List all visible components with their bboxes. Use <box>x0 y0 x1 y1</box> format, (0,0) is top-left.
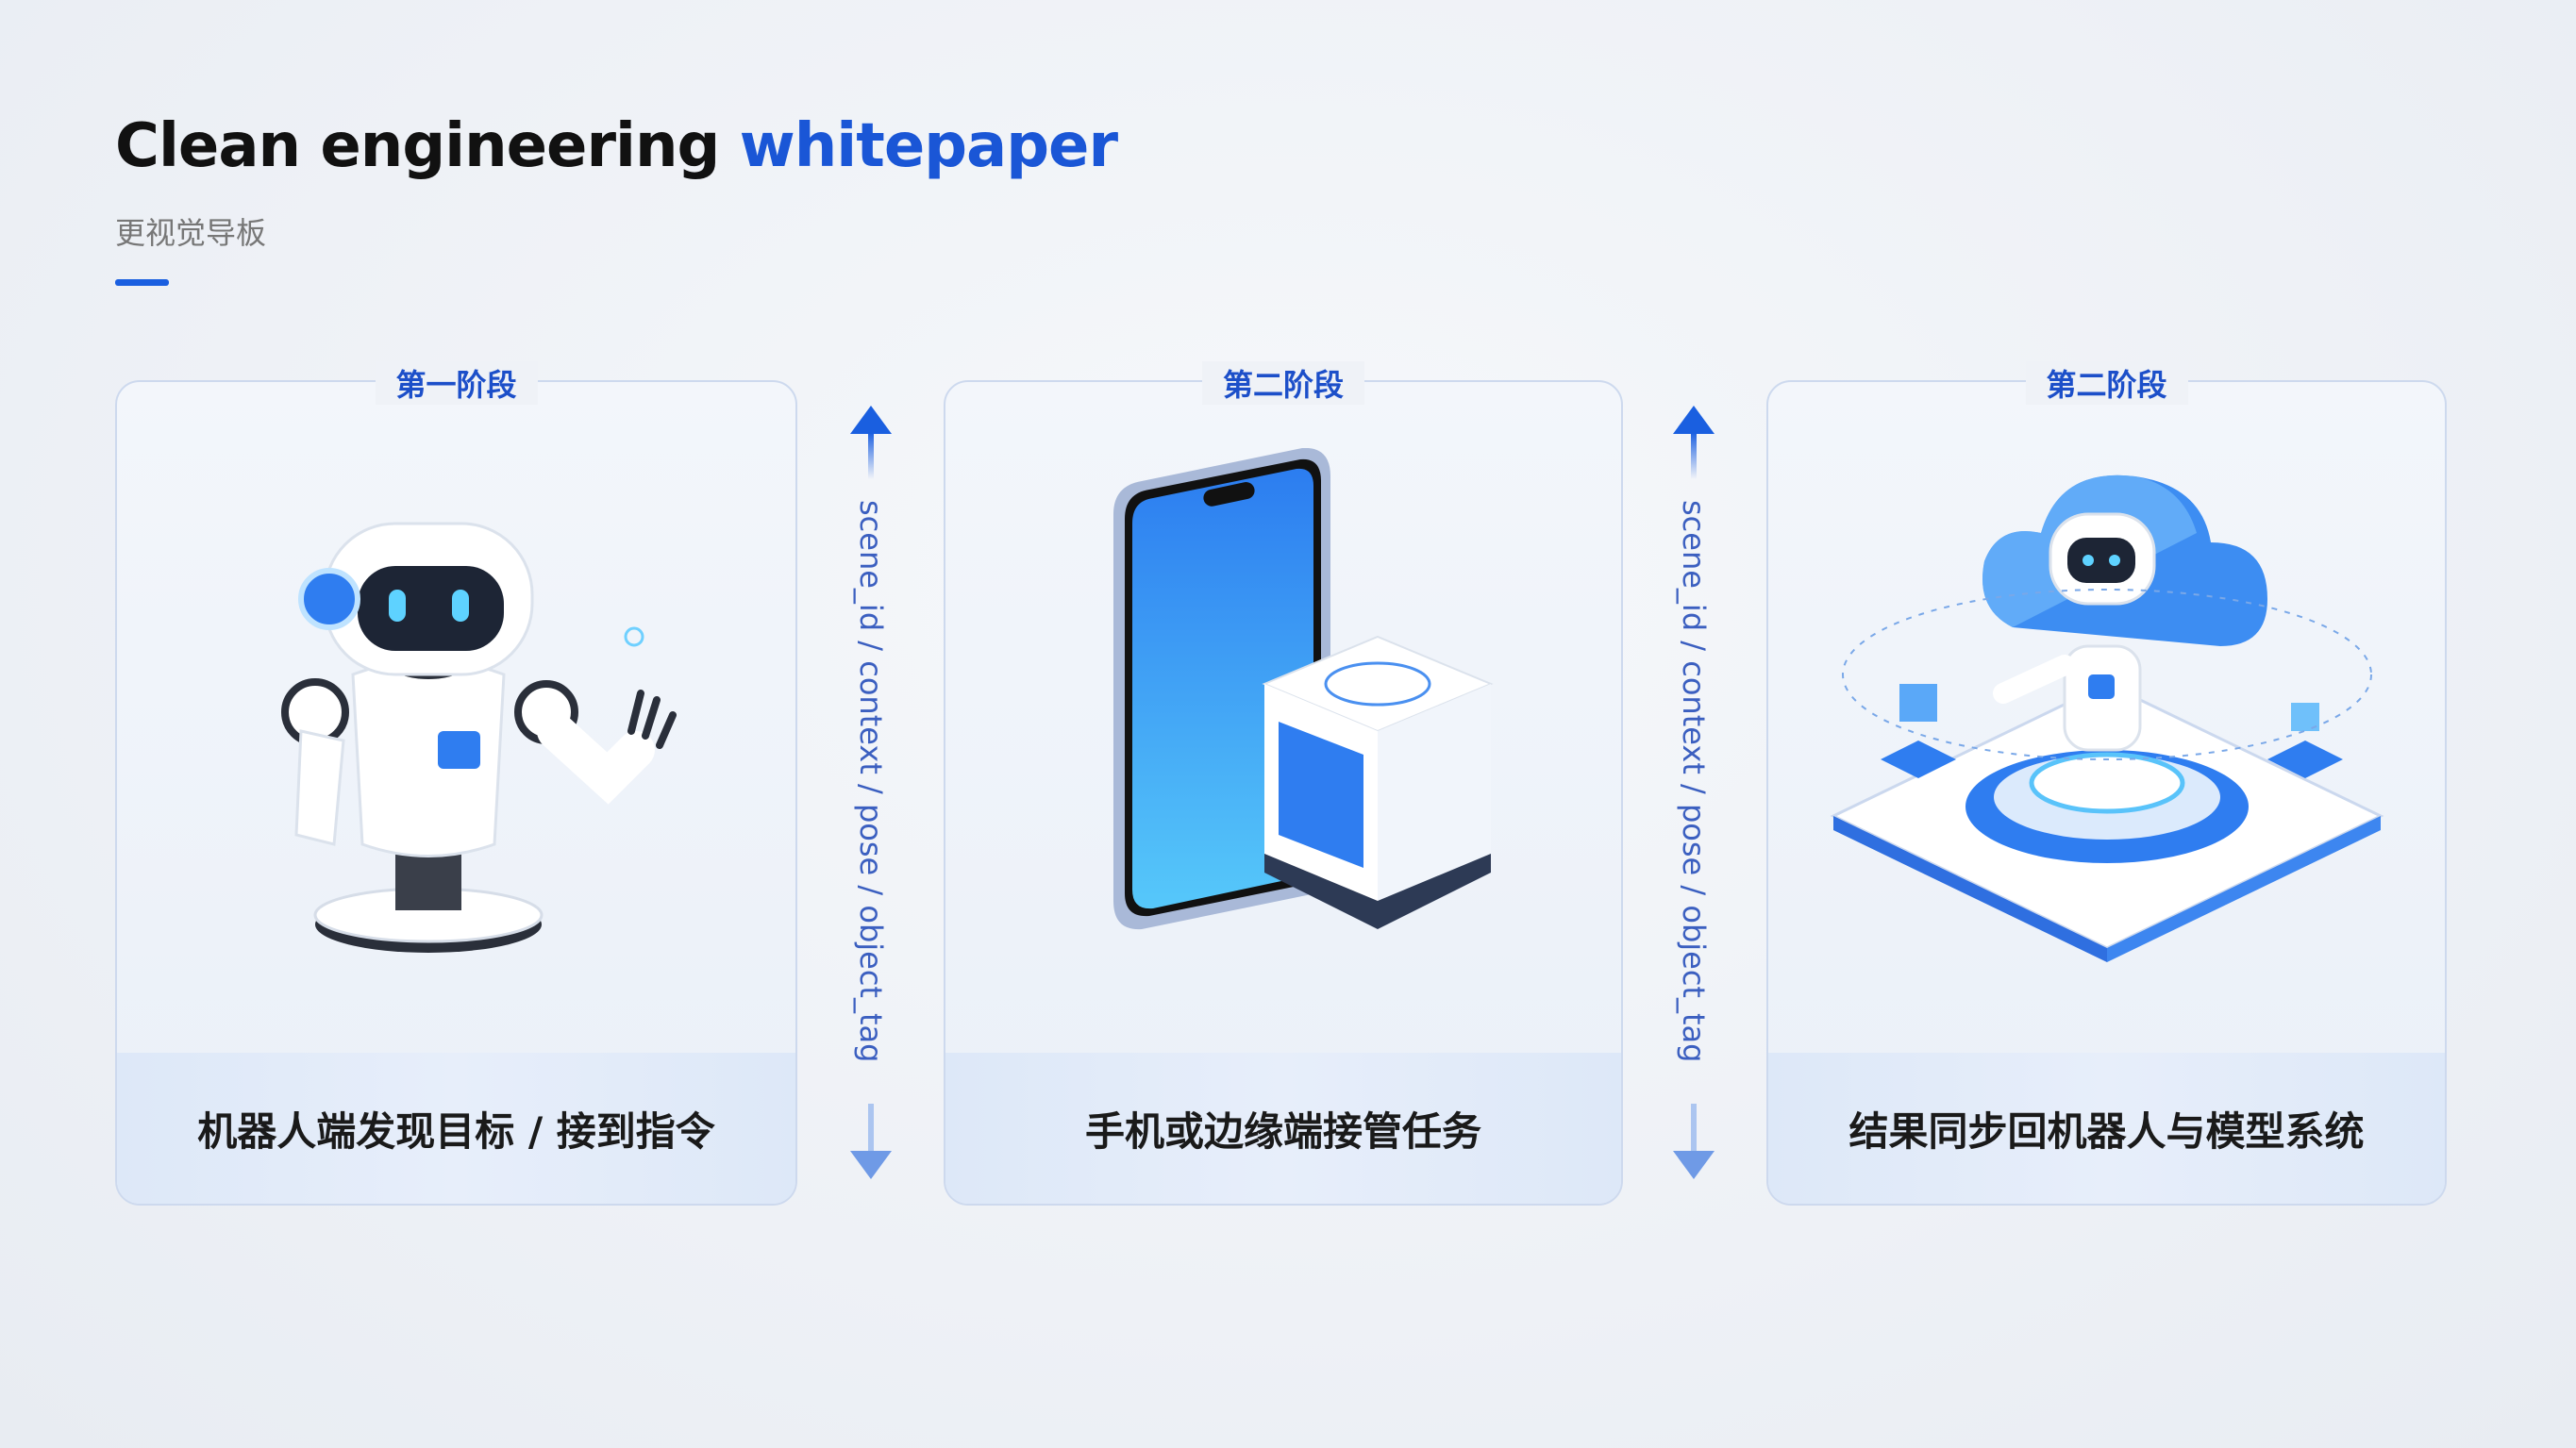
title-main: Clean engineering <box>115 111 720 181</box>
stage-card-1: 第一阶段 机器人端发现目标 / 接到指令 <box>115 361 797 1206</box>
stage-card-2: 第二阶段 手机或边缘端接管任务 <box>944 361 1623 1206</box>
page-subtitle: 更视觉导板 <box>115 215 267 251</box>
stage-label: 第一阶段 <box>375 361 538 405</box>
accent-bar <box>115 279 169 286</box>
page-title: Clean engineering whitepaper <box>115 111 1118 181</box>
arrow-down-icon <box>850 1104 892 1179</box>
data-flow-2: scene_id / context / pose / object_tag <box>1670 406 1717 1179</box>
data-flow-1: scene_id / context / pose / object_tag <box>847 406 895 1179</box>
stage-label: 第二阶段 <box>1201 361 1365 405</box>
stage-caption: 手机或边缘端接管任务 <box>945 1053 1621 1204</box>
arrow-down-icon <box>1673 1104 1715 1179</box>
robot-icon <box>280 522 677 953</box>
arrow-up-icon <box>850 406 892 479</box>
stage-card-3: 第二阶段 结果同步回机器人与模型系统 <box>1766 361 2447 1206</box>
stage-label: 第二阶段 <box>2025 361 2188 405</box>
arrow-up-icon <box>1673 406 1715 479</box>
phone-edge-device-icon <box>1113 448 1494 930</box>
flow-label: scene_id / context / pose / object_tag <box>1676 500 1712 1063</box>
stage-caption: 机器人端发现目标 / 接到指令 <box>117 1053 795 1204</box>
title-highlight: whitepaper <box>739 111 1118 181</box>
stage-caption: 结果同步回机器人与模型系统 <box>1768 1053 2445 1204</box>
flow-label: scene_id / context / pose / object_tag <box>853 500 889 1063</box>
cloud-robot-platform-icon <box>1830 474 2384 962</box>
